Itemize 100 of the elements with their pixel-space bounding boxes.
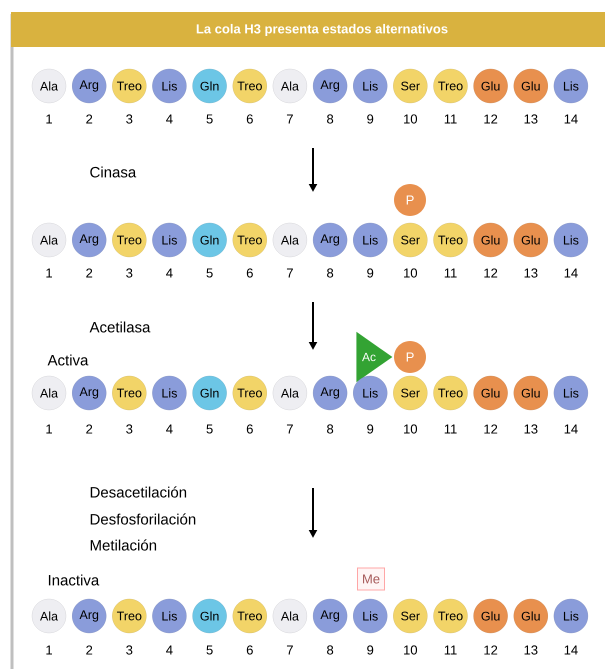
- amino-acid-bead: Ala: [272, 222, 308, 258]
- position-number: 2: [86, 268, 92, 278]
- step-label: Desfosforilación: [90, 513, 196, 525]
- amino-acid-bead: Gln: [192, 222, 227, 258]
- amino-acid-bead: Lis: [152, 376, 187, 410]
- position-number: 3: [126, 424, 132, 434]
- position-number: 9: [367, 114, 374, 124]
- position-number: 5: [206, 268, 213, 278]
- amino-acid-bead: Lis: [353, 68, 388, 104]
- amino-acid-bead: Lis: [353, 376, 388, 410]
- position-number: 13: [524, 114, 538, 124]
- acetyl-triangle: Ac: [356, 332, 392, 382]
- amino-acid-bead: Gln: [192, 376, 227, 410]
- amino-acid-bead: Glu: [473, 68, 508, 104]
- title-banner: La cola H3 presenta estados alternativos: [11, 12, 605, 47]
- position-number: 10: [404, 424, 418, 434]
- amino-acid-bead: Arg: [72, 68, 106, 104]
- amino-acid-bead: Ala: [32, 376, 66, 410]
- amino-acid-bead: Glu: [473, 376, 508, 410]
- amino-acid-bead: Lis: [554, 376, 588, 410]
- methyl-box: Me: [357, 568, 385, 590]
- amino-acid-bead: Treo: [112, 598, 146, 634]
- amino-acid-bead: Lis: [152, 68, 187, 104]
- amino-acid-bead: Arg: [72, 376, 106, 410]
- position-number: 1: [46, 424, 52, 434]
- position-number: 1: [46, 114, 52, 124]
- position-number: 6: [246, 114, 253, 124]
- position-number: 8: [327, 645, 334, 655]
- amino-acid-bead: Lis: [152, 222, 187, 258]
- amino-acid-bead: Arg: [72, 598, 106, 634]
- amino-acid-bead: Glu: [514, 68, 548, 104]
- amino-acid-bead: Lis: [353, 222, 388, 258]
- position-number: 2: [86, 114, 92, 124]
- position-number: 12: [484, 114, 498, 124]
- position-number: 4: [166, 114, 173, 124]
- position-number: 5: [206, 424, 213, 434]
- amino-acid-bead: Ser: [393, 68, 428, 104]
- position-number: 11: [444, 268, 457, 278]
- position-number: 14: [564, 114, 578, 124]
- amino-acid-bead: Treo: [232, 598, 267, 634]
- amino-acid-bead: Treo: [433, 598, 468, 634]
- amino-acid-bead: Ala: [32, 598, 66, 634]
- amino-acid-bead: Treo: [433, 376, 468, 410]
- step-label: Cinasa: [90, 166, 136, 178]
- amino-acid-bead: Glu: [514, 598, 548, 634]
- amino-acid-bead: Arg: [312, 598, 348, 634]
- amino-acid-bead: Gln: [192, 68, 227, 104]
- position-number: 10: [404, 114, 418, 124]
- amino-acid-bead: Treo: [232, 222, 267, 258]
- position-number: 6: [246, 268, 253, 278]
- position-number: 12: [484, 424, 498, 434]
- position-number: 10: [404, 268, 418, 278]
- position-number: 8: [327, 268, 334, 278]
- amino-acid-bead: Arg: [312, 376, 348, 410]
- amino-acid-bead: Arg: [312, 222, 348, 258]
- position-number: 10: [404, 645, 418, 655]
- position-number: 4: [166, 268, 173, 278]
- position-number: 7: [286, 646, 293, 654]
- position-number: 3: [126, 114, 132, 124]
- amino-acid-bead: Gln: [192, 598, 227, 634]
- position-number: 2: [86, 645, 92, 655]
- position-number: 7: [286, 268, 293, 278]
- amino-acid-bead: Ala: [272, 68, 308, 104]
- amino-acid-bead: Treo: [433, 222, 468, 258]
- amino-acid-bead: Treo: [112, 222, 146, 258]
- position-number: 11: [444, 646, 457, 654]
- amino-acid-bead: Treo: [232, 68, 267, 104]
- position-number: 3: [126, 268, 132, 278]
- amino-acid-bead: Treo: [112, 68, 146, 104]
- step-label: Acetilasa: [90, 322, 150, 332]
- amino-acid-bead: Lis: [152, 598, 187, 634]
- position-number: 13: [524, 424, 538, 434]
- amino-acid-bead: Lis: [554, 598, 588, 634]
- amino-acid-bead: Arg: [72, 222, 106, 258]
- position-number: 4: [166, 424, 173, 434]
- amino-acid-bead: Ser: [393, 222, 428, 258]
- position-number: 4: [166, 646, 173, 654]
- step-label: Activa: [48, 354, 88, 366]
- position-number: 7: [286, 114, 293, 124]
- position-number: 13: [524, 645, 538, 655]
- step-label: Desacetilación: [90, 486, 186, 498]
- amino-acid-bead: Ala: [272, 376, 308, 410]
- amino-acid-bead: Glu: [473, 598, 508, 634]
- position-number: 9: [367, 645, 374, 655]
- position-number: 14: [564, 424, 578, 434]
- amino-acid-bead: Treo: [112, 376, 146, 410]
- amino-acid-bead: Glu: [514, 222, 548, 258]
- position-number: 9: [367, 424, 374, 434]
- amino-acid-bead: Ala: [32, 68, 66, 104]
- position-number: 6: [246, 424, 253, 434]
- amino-acid-bead: Ala: [272, 598, 308, 634]
- position-number: 13: [524, 268, 538, 278]
- position-number: 1: [46, 268, 52, 278]
- position-number: 12: [484, 268, 498, 278]
- amino-acid-bead: Treo: [433, 68, 468, 104]
- position-number: 14: [564, 268, 578, 278]
- amino-acid-bead: Lis: [554, 68, 588, 104]
- amino-acid-bead: Ser: [393, 598, 428, 634]
- position-number: 6: [246, 645, 253, 655]
- amino-acid-bead: Treo: [232, 376, 267, 410]
